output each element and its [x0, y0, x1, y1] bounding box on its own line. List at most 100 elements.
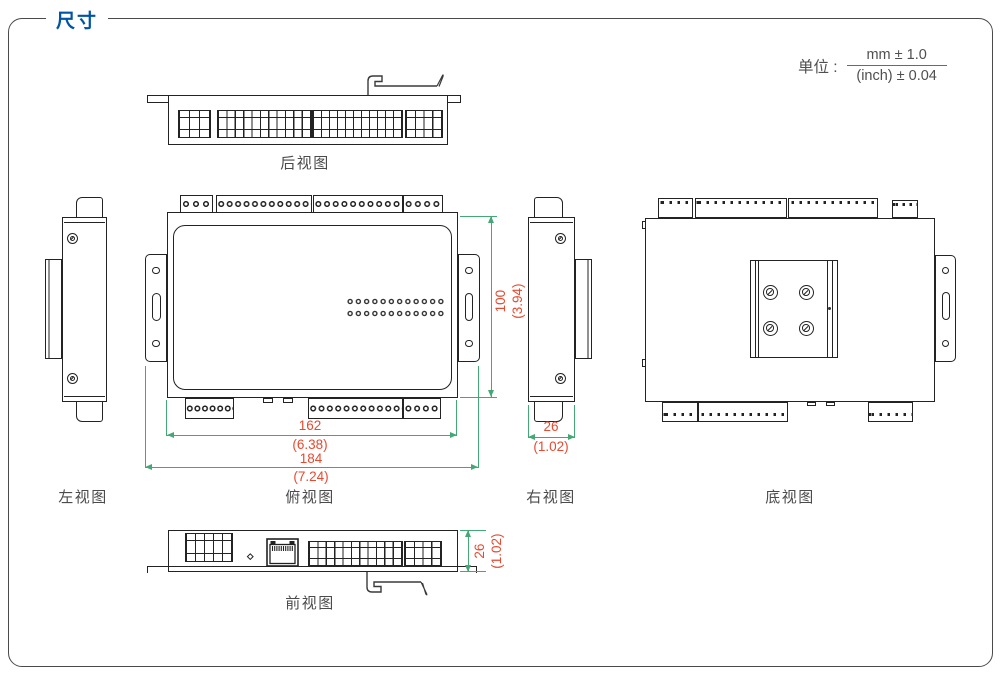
top-cover-panel — [172, 225, 452, 390]
unit-mm-tolerance: mm ± 1.0 — [846, 47, 947, 66]
bottom-flange-hole-top — [942, 266, 950, 274]
dim-line-162 — [167, 431, 457, 438]
din-screw-bottom-left — [762, 320, 778, 336]
din-screw-bottom-right — [798, 320, 814, 336]
label-left-view: 左视图 — [58, 489, 108, 506]
top-terminal-strip-2 — [216, 195, 312, 213]
front-io-terminal-1 — [308, 541, 403, 566]
dim-26r-mm: 26 — [543, 419, 559, 434]
bottom-body — [645, 218, 935, 402]
front-wing-right — [456, 566, 477, 573]
right-bottom-terminal-profile — [534, 401, 563, 422]
led-hole-row-2 — [346, 308, 445, 318]
bottom-edge-bump-1 — [807, 402, 816, 406]
top-terminal-strip-1 — [180, 195, 213, 213]
ext-line-height-bottom — [460, 396, 497, 398]
front-power-terminal — [185, 533, 233, 562]
ext-line-26r-left — [527, 405, 529, 438]
din-rail-clip-icon — [366, 572, 428, 596]
din-plate-pin-mark — [828, 306, 831, 310]
ethernet-port-icon — [266, 538, 299, 567]
unit-note: 单位 : mm ± 1.0 (inch) ± 0.04 — [798, 47, 947, 84]
ext-line-height-top — [460, 215, 497, 217]
ext-line-162-left — [166, 400, 168, 436]
left-screw-bottom — [67, 373, 78, 384]
bottom-left-notch-bottom — [642, 359, 646, 367]
flange-right-hole-top — [465, 266, 473, 274]
dim-line-26-right — [528, 433, 575, 440]
flange-left-hole-bottom — [152, 339, 160, 347]
label-bottom-view: 底视图 — [765, 489, 815, 506]
view-front — [145, 528, 490, 608]
ext-line-184-right — [477, 366, 479, 468]
din-plate-line-1 — [754, 260, 756, 358]
din-screw-top-left — [762, 284, 778, 300]
dim-height-mm: 100 — [492, 289, 508, 313]
top-bottom-bump-1 — [263, 398, 273, 403]
flange-right-slot — [464, 293, 473, 321]
label-top-view: 俯视图 — [285, 489, 335, 506]
bottom-view-top-strip-1 — [658, 198, 693, 218]
unit-prefix: 单位 : — [798, 58, 838, 76]
din-plate-line-4 — [832, 260, 833, 358]
top-terminal-strip-4 — [403, 195, 443, 213]
rear-wing-left — [147, 96, 168, 103]
bottom-terminal-strip-1 — [185, 398, 234, 419]
unit-inch-tolerance: (inch) ± 0.04 — [856, 68, 937, 84]
front-wing-left — [147, 566, 168, 573]
dim-26r-inch: (1.02) — [533, 438, 569, 454]
rear-terminal-block-1 — [178, 110, 211, 138]
right-screw-top — [555, 233, 566, 244]
dim-26f-mm: 26 — [471, 543, 487, 559]
front-io-terminal-2 — [404, 541, 442, 566]
dim-184-mm: 184 — [299, 450, 323, 466]
din-rail-clip-icon — [367, 74, 444, 96]
dim-line-height — [488, 216, 494, 397]
ext-line-162-right — [456, 400, 458, 436]
left-bottom-cap-line — [64, 396, 105, 398]
view-left — [40, 195, 140, 430]
bottom-flange-hole-bottom — [942, 339, 950, 347]
ext-line-26f-bottom — [460, 571, 486, 572]
dim-162-mm: 162 — [298, 418, 322, 433]
bottom-view-top-strip-3 — [788, 198, 878, 218]
bottom-terminal-strip-2 — [308, 398, 403, 419]
bottom-flange-slot — [941, 292, 950, 320]
din-rail-mount-plate — [750, 260, 838, 358]
page-title: 尺寸 — [46, 6, 109, 33]
left-bottom-terminal-profile — [76, 401, 103, 422]
right-bottom-cap-line — [530, 396, 573, 398]
left-top-terminal-profile — [76, 197, 103, 218]
din-plate-line-2 — [758, 260, 759, 358]
flange-left-slot — [152, 293, 161, 321]
dim-162-inch: (6.38) — [292, 436, 328, 452]
rear-terminal-block-2 — [217, 110, 312, 138]
bottom-view-bottom-strip-2 — [698, 402, 788, 422]
bottom-left-notch-top — [642, 221, 646, 229]
ext-line-184-left — [144, 366, 146, 468]
label-right-view: 右视图 — [526, 489, 576, 506]
label-rear-view: 后视图 — [280, 155, 330, 172]
left-screw-top — [67, 233, 78, 244]
ext-line-26r-right — [574, 405, 575, 438]
view-rear — [145, 72, 475, 182]
right-body — [528, 217, 575, 402]
unit-tolerance-fraction: mm ± 1.0 (inch) ± 0.04 — [846, 47, 947, 84]
bottom-terminal-strip-3 — [403, 398, 441, 419]
label-front-view: 前视图 — [285, 595, 335, 612]
view-top — [145, 195, 495, 430]
right-top-terminal-profile — [534, 197, 563, 218]
dim-line-184 — [145, 464, 478, 470]
dim-26f-inch: (1.02) — [488, 533, 504, 569]
left-top-cap-line — [64, 222, 105, 224]
left-side-rail-plate — [45, 259, 62, 359]
led-hole-row-1 — [346, 297, 445, 306]
dim-184-inch: (7.24) — [293, 469, 329, 484]
flange-left-hole-top — [152, 266, 160, 274]
flange-right-hole-bottom — [465, 339, 473, 347]
ext-line-26f-top — [460, 529, 486, 531]
top-bottom-bump-2 — [283, 398, 293, 403]
left-body — [62, 217, 107, 402]
bottom-view-top-strip-2 — [695, 198, 787, 218]
